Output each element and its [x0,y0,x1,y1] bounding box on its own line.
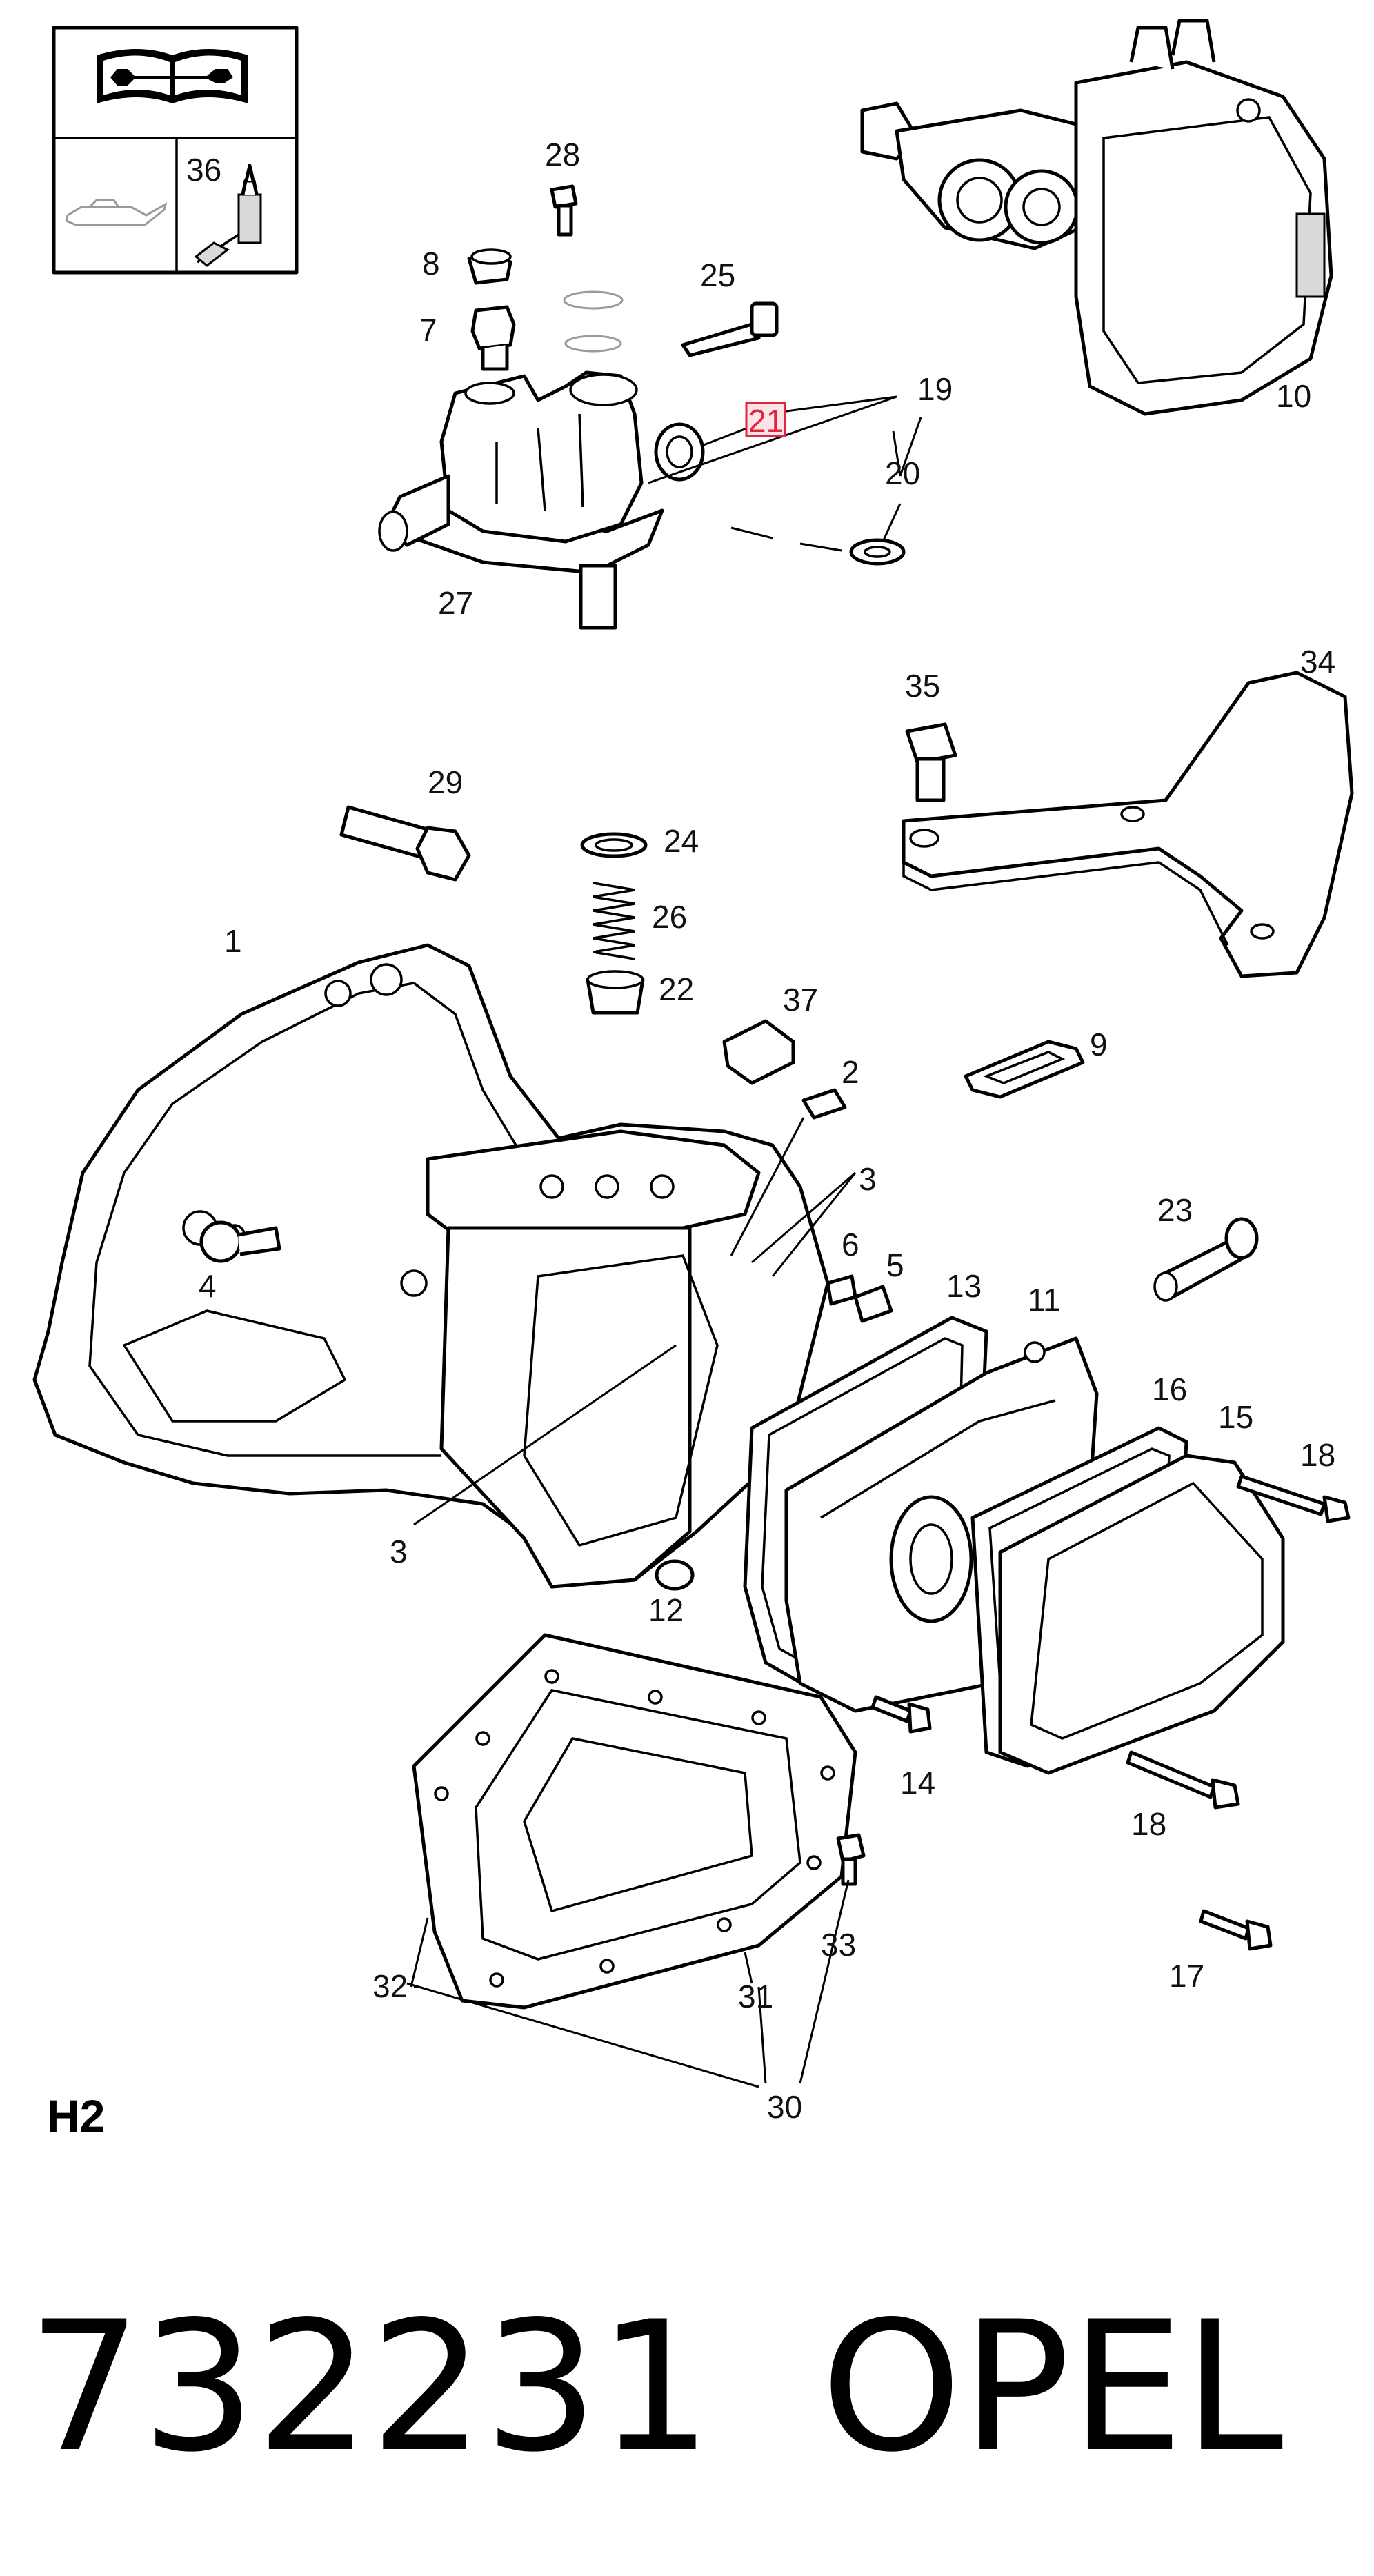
part-transmission-housing [32,943,830,1589]
callout-3-upper: 3 [859,1161,877,1197]
callout-3-lower: 3 [390,1534,408,1569]
section-code: H2 [47,2090,105,2141]
part-pin-25 [681,301,779,357]
legend-number: 36 [186,152,221,188]
callout-26: 26 [652,899,687,935]
callout-27: 27 [438,585,473,621]
callout-8: 8 [422,246,440,281]
part-cover-15 [998,1454,1285,1775]
callout-1: 1 [224,923,242,959]
brand-name: OPEL [821,2283,1284,2492]
callout-28: 28 [545,137,580,172]
callout-37: 37 [783,982,818,1018]
callout-32: 32 [372,1968,408,2004]
callout-29: 29 [428,764,463,800]
callout-9: 9 [1090,1027,1108,1062]
manual-book-wrench-icon [97,49,248,103]
callout-21-highlight-box [745,402,786,437]
part-bolt-29 [339,805,471,882]
callout-24: 24 [664,823,699,859]
part-bolt-18b [1126,1750,1240,1810]
callout-23: 23 [1157,1192,1193,1228]
part-bolt-18a [1236,1474,1351,1523]
sealant-tube-icon [194,164,262,267]
part-number: 732231 [28,2283,713,2492]
part-switch [470,305,516,371]
callout-18-lower: 18 [1131,1806,1166,1842]
part-bolt-4 [199,1220,281,1263]
part-selector-housing [378,370,664,630]
callout-16: 16 [1152,1371,1187,1407]
part-cup-22 [586,970,645,1015]
part-mount-bracket [902,671,1354,978]
leader-lines [406,395,922,2088]
callout-34: 34 [1300,644,1335,680]
callout-11: 11 [1028,1282,1061,1318]
callout-15: 15 [1218,1399,1253,1435]
legend-box: 36 [52,26,299,275]
part-pin-23 [1153,1217,1259,1302]
callout-20: 20 [885,455,920,491]
callout-labels: 1 2 3 3 4 5 6 7 8 9 10 11 12 13 14 15 16… [199,137,1335,2125]
part-plug-6 [826,1274,857,1306]
callout-12: 12 [648,1592,684,1628]
part-bolt-33 [836,1833,866,1886]
part-bolt-17 [1199,1909,1273,1951]
callout-17: 17 [1169,1958,1204,1994]
callout-19: 19 [917,371,953,407]
callout-21: 21 [748,403,784,439]
callout-4: 4 [199,1268,217,1304]
part-plug-12 [655,1559,695,1591]
callout-22: 22 [659,971,694,1007]
callout-13: 13 [946,1268,982,1304]
part-cap-37 [722,1019,795,1085]
callout-18-upper: 18 [1300,1437,1335,1473]
callout-35: 35 [905,668,940,704]
part-pin-2 [802,1088,847,1120]
callout-14: 14 [900,1765,935,1801]
callout-31: 31 [738,1979,773,2014]
callout-33: 33 [821,1927,856,1963]
part-washer-20 [849,538,906,566]
callout-6: 6 [842,1227,859,1262]
part-plug [467,248,512,285]
callout-30: 30 [767,2089,802,2125]
callout-2: 2 [842,1054,859,1090]
callout-5: 5 [886,1247,904,1283]
part-bolt-28 [550,184,578,237]
part-spring-26 [593,882,635,960]
oil-can-icon [65,199,168,226]
part-gasket-9 [964,1040,1085,1099]
part-o-rings [563,290,624,353]
part-plug-5 [853,1285,893,1323]
part-gear-assembly [860,19,1333,416]
part-bolt-35 [905,722,957,802]
callout-7: 7 [419,313,437,348]
callout-10: 10 [1276,378,1311,414]
part-oil-pan [412,1633,857,2010]
part-bolt-14 [870,1695,932,1734]
part-seal-21 [654,422,705,482]
callout-25: 25 [700,257,735,293]
part-washer-24 [580,832,648,858]
